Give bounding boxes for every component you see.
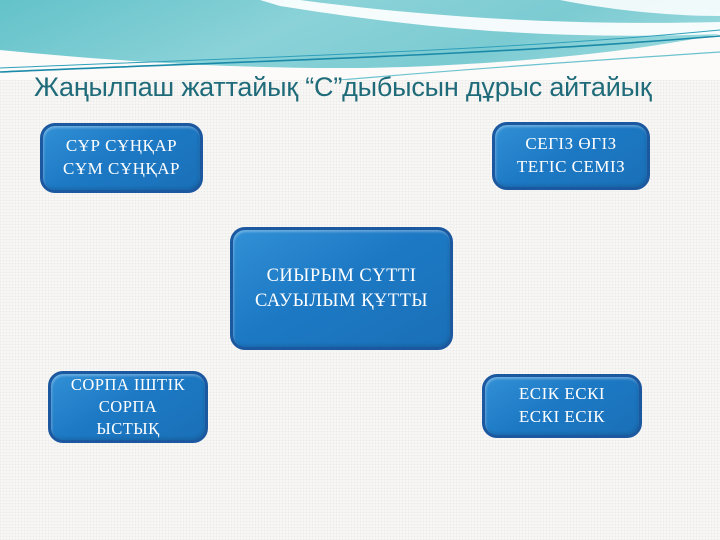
box-line: СЕГІЗ ӨГІЗ xyxy=(525,134,617,154)
box-line: ЫСТЫҚ xyxy=(96,418,160,438)
box-line: ЕСІК ЕСКІ xyxy=(518,384,606,404)
box-line: ТЕГІС СЕМІЗ xyxy=(516,157,626,176)
text-box-bottom-left: СОРПА ІШТІК СОРПА ЫСТЫҚ xyxy=(48,371,208,443)
header-swoosh-decoration xyxy=(0,0,720,80)
box-line: СҰР СҰҢҚАР xyxy=(65,136,178,156)
box-line: САУЫЛЫМ ҚҰТТЫ xyxy=(254,290,429,311)
text-box-bottom-right: ЕСІК ЕСКІ ЕСКІ ЕСІК xyxy=(482,374,642,438)
slide-title: Жаңылпаш жаттайық “С”дыбысын дұрыс айтай… xyxy=(34,72,652,102)
header-curve-line-dark xyxy=(0,35,720,73)
header-white-swoosh-stripe xyxy=(260,0,720,36)
box-line: СОРПА xyxy=(98,397,158,417)
header-curve-line-lower xyxy=(339,51,720,80)
header-white-corner xyxy=(560,0,720,16)
text-box-top-left: СҰР СҰҢҚАР СҰМ СҰҢҚАР xyxy=(40,123,203,193)
text-box-center: СИЫРЫМ СҮТТІ САУЫЛЫМ ҚҰТТЫ xyxy=(230,227,453,350)
text-box-top-right: СЕГІЗ ӨГІЗ ТЕГІС СЕМІЗ xyxy=(492,122,650,190)
box-line: СИЫРЫМ СҮТТІ xyxy=(266,265,417,286)
header-curve-line-light xyxy=(0,29,720,69)
box-line: СОРПА ІШТІК xyxy=(70,375,186,395)
box-line: ЕСКІ ЕСІК xyxy=(518,407,606,426)
header-white-base xyxy=(0,34,720,80)
box-line: СҰМ СҰҢҚАР xyxy=(63,159,180,178)
